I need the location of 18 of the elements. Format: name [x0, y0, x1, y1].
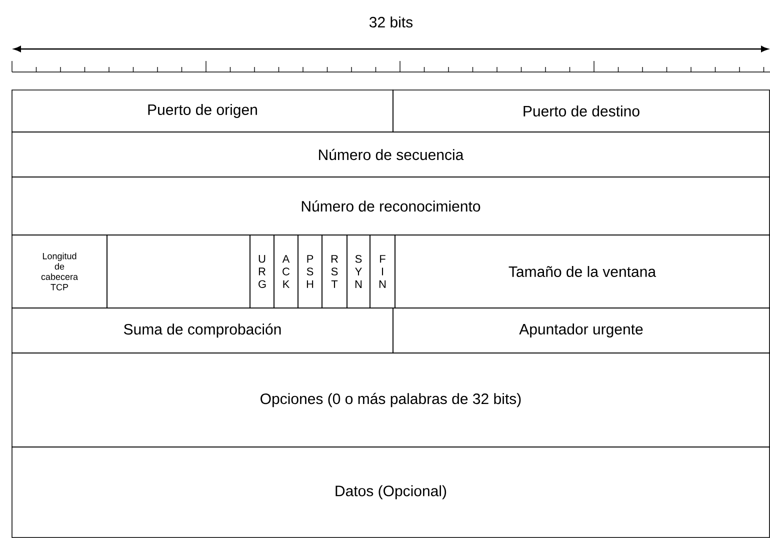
field-cell: Opciones (0 o más palabras de 32 bits): [12, 352, 770, 448]
field-cell: Datos (Opcional): [12, 446, 770, 538]
field-cell: Suma de comprobación: [12, 308, 394, 354]
field-cell: P S H: [298, 234, 322, 308]
field-cell: Número de reconocimiento: [12, 176, 770, 236]
field-cell: A C K: [274, 234, 298, 308]
dimension-label: 32 bits: [369, 16, 413, 28]
field-cell: Tamaño de la ventana: [394, 234, 770, 308]
field-cell: S Y N: [346, 234, 370, 308]
field-cell: Apuntador urgente: [392, 308, 770, 354]
field-cell: Longitud de cabecera TCP: [12, 234, 108, 308]
field-cell: Número de secuencia: [12, 132, 770, 178]
field-cell: R S T: [322, 234, 348, 308]
field-cell: U R G: [250, 234, 274, 308]
reserved-cell: [106, 234, 250, 308]
field-cell: Puerto de origen: [12, 90, 394, 132]
field-cell: Puerto de destino: [392, 90, 770, 132]
field-cell: F I N: [370, 234, 396, 308]
